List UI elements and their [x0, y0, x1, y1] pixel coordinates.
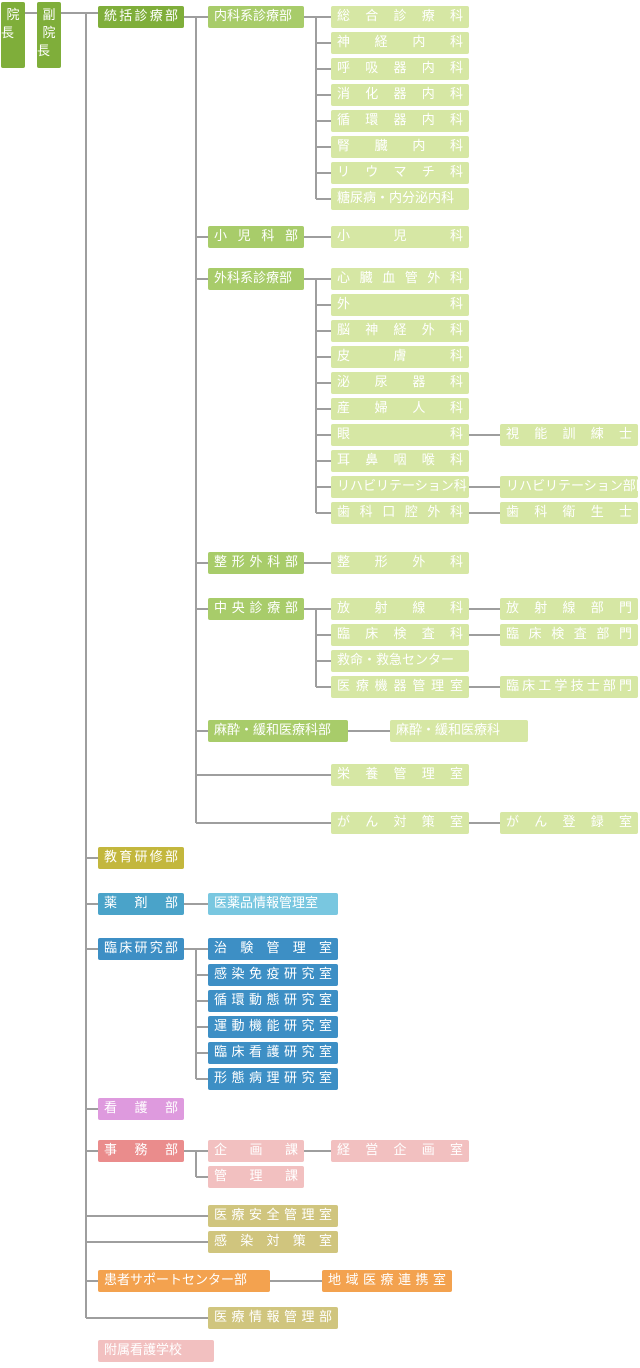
unit-小児科: 小児科	[331, 226, 469, 248]
unit-歯科口腔外科: 歯科口腔外科	[331, 502, 469, 524]
unit-整形外科: 整形外科	[331, 552, 469, 574]
unit-医療機器管理室: 医療機器管理室	[331, 676, 469, 698]
dept-2: 外科系診療部	[208, 268, 304, 290]
admin-planning: 企画課	[208, 1140, 304, 1162]
division-school: 附属看護学校	[98, 1340, 214, 1362]
dept-0: 内科系診療部	[208, 6, 304, 28]
admin-business-planning: 経営企画室	[331, 1140, 469, 1162]
unit-循環器内科: 循環器内科	[331, 110, 469, 132]
dept-1: 小児科部	[208, 226, 304, 248]
staff-section-2: 歯科衛生士	[500, 502, 638, 524]
research-unit-5: 形態病理研究室	[208, 1068, 338, 1090]
staff-section-0: 視能訓練士	[500, 424, 638, 446]
unit-眼科: 眼科	[331, 424, 469, 446]
division-education: 教育研修部	[98, 847, 184, 869]
dept-4: 中央診療部	[208, 598, 304, 620]
unit-産婦人科: 産婦人科	[331, 398, 469, 420]
unit-皮膚科: 皮膚科	[331, 346, 469, 368]
unit-消化器内科: 消化器内科	[331, 84, 469, 106]
unit-リウマチ科: リウマチ科	[331, 162, 469, 184]
unit-放射線科: 放射線科	[331, 598, 469, 620]
unit-麻酔・緩和医療科: 麻酔・緩和医療科	[390, 720, 528, 742]
unit-呼吸器内科: 呼吸器内科	[331, 58, 469, 80]
pharmacy-info-room: 医薬品情報管理室	[208, 893, 338, 915]
staff-section-5: 臨床工学技士部門	[500, 676, 638, 698]
unit-リハビリテーション科: リハビリテーション科	[331, 476, 469, 498]
dept-5: 麻酔・緩和医療科部	[208, 720, 348, 742]
division-pharmacy: 薬 剤 部	[98, 893, 184, 915]
dept-3: 整形外科部	[208, 552, 304, 574]
division-nursing: 看 護 部	[98, 1098, 184, 1120]
unit-脳神経外科: 脳神経外科	[331, 320, 469, 342]
division-support: 患者サポートセンター部	[98, 1270, 270, 1292]
unit-糖尿病・内分泌内科: 糖尿病・内分泌内科	[331, 188, 469, 210]
research-unit-4: 臨床看護研究室	[208, 1042, 338, 1064]
vice-director-box: 副院長	[37, 2, 61, 68]
division-integrated: 統括診療部	[98, 6, 184, 28]
unit-腎臓内科: 腎臓内科	[331, 136, 469, 158]
unit-外科: 外科	[331, 294, 469, 316]
director-box: 院長	[1, 2, 25, 68]
research-unit-1: 感染免疫研究室	[208, 964, 338, 986]
standalone-unit-0: 医療安全管理室	[208, 1205, 338, 1227]
unit-耳鼻咽喉科: 耳鼻咽喉科	[331, 450, 469, 472]
staff-section-1: リハビリテーション部門	[500, 476, 638, 498]
unit-泌尿器科: 泌尿器科	[331, 372, 469, 394]
unit-栄養管理室: 栄養管理室	[331, 764, 469, 786]
research-unit-3: 運動機能研究室	[208, 1016, 338, 1038]
unit-救命・救急センター: 救命・救急センター	[331, 650, 469, 672]
unit-総合診療科: 総合診療科	[331, 6, 469, 28]
info-management: 医療情報管理部	[208, 1307, 338, 1329]
division-research: 臨床研究部	[98, 938, 184, 960]
unit-神経内科: 神経内科	[331, 32, 469, 54]
unit-がん対策室: がん対策室	[331, 812, 469, 834]
standalone-unit-1: 感染対策室	[208, 1231, 338, 1253]
unit-臨床検査科: 臨床検査科	[331, 624, 469, 646]
admin-management: 管理課	[208, 1166, 304, 1188]
unit-心臓血管外科: 心臓血管外科	[331, 268, 469, 290]
research-unit-0: 治験管理室	[208, 938, 338, 960]
staff-section-3: 放射線部門	[500, 598, 638, 620]
support-community-room: 地域医療連携室	[322, 1270, 452, 1292]
division-admin: 事 務 部	[98, 1140, 184, 1162]
staff-section-4: 臨床検査部門	[500, 624, 638, 646]
staff-section-6: がん登録室	[500, 812, 638, 834]
research-unit-2: 循環動態研究室	[208, 990, 338, 1012]
